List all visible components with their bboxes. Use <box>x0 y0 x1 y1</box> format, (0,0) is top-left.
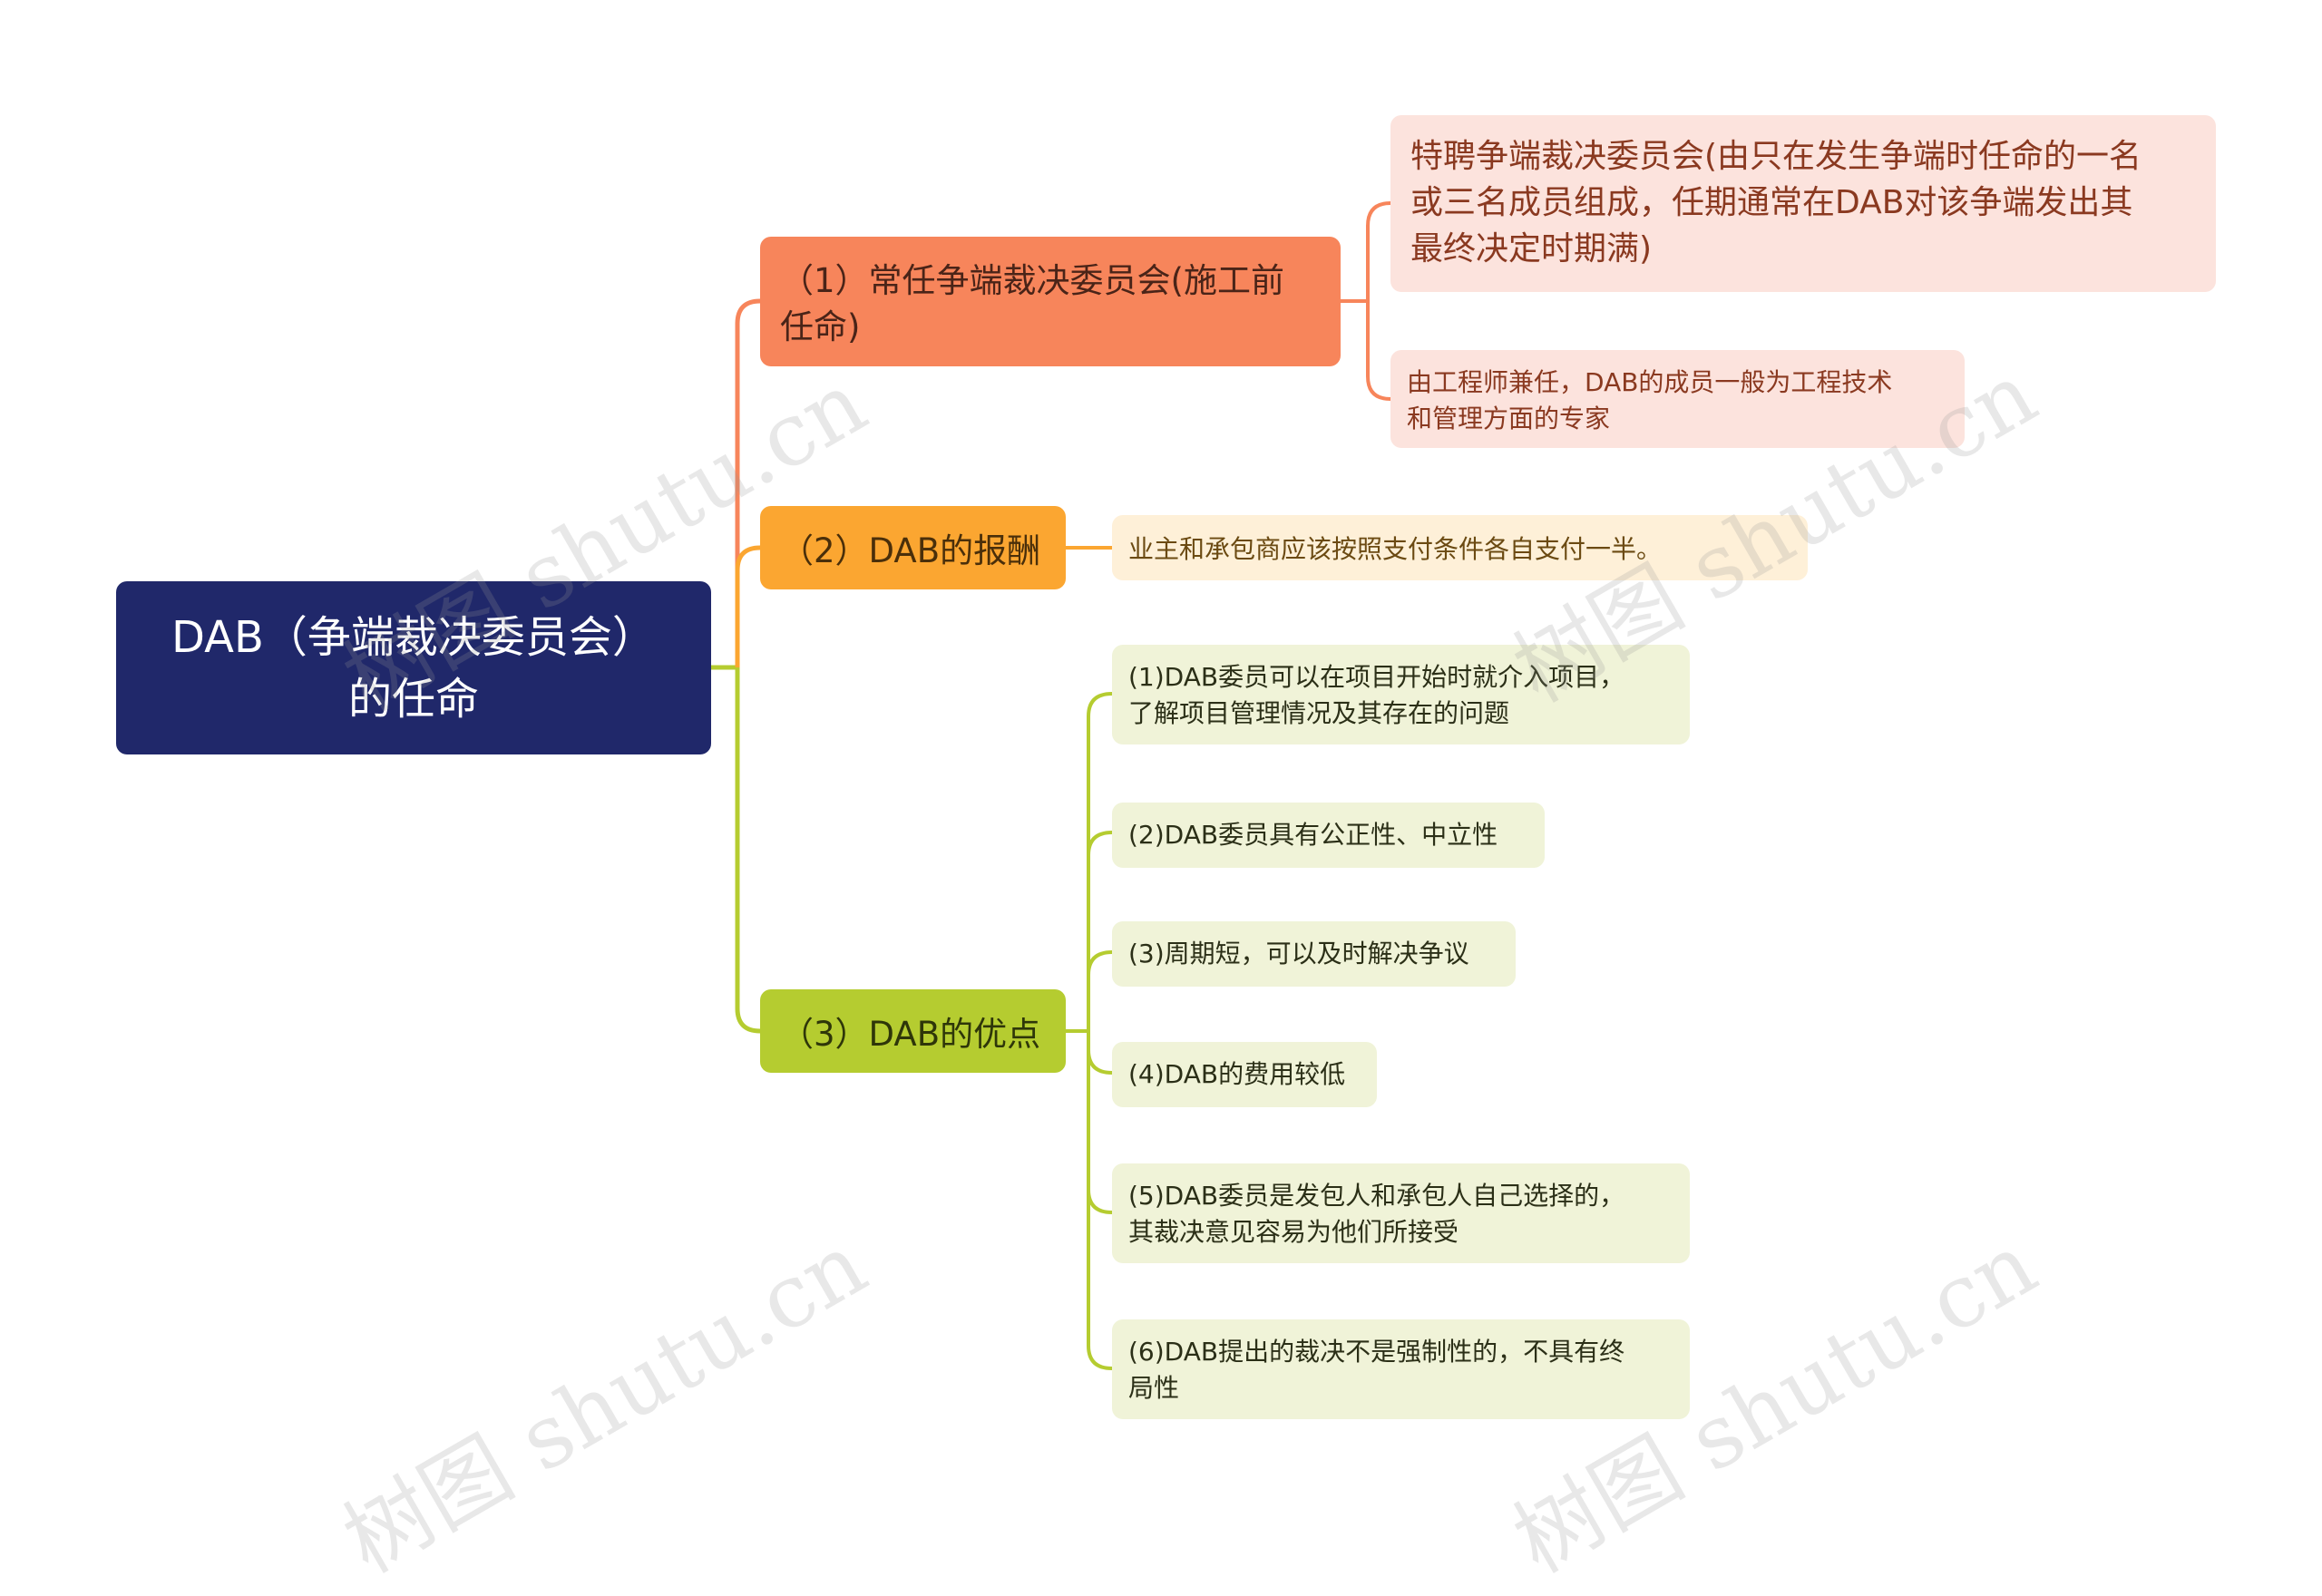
leaf-label: 由工程师兼任，DAB的成员一般为工程技术 和管理方面的专家 <box>1407 367 1893 433</box>
leaf-label: (4)DAB的费用较低 <box>1128 1059 1346 1089</box>
connector-lines <box>711 201 1391 1370</box>
branch-dab-remuneration[interactable]: （2）DAB的报酬 <box>760 506 1066 589</box>
leaf-advantage-5[interactable]: (5)DAB委员是发包人和承包人自己选择的， 其裁决意见容易为他们所接受 <box>1112 1163 1690 1263</box>
connector-b3-c5 <box>1087 1031 1113 1214</box>
leaf-advantage-1[interactable]: (1)DAB委员可以在项目开始时就介入项目， 了解项目管理情况及其存在的问题 <box>1112 645 1690 744</box>
leaf-special-dab[interactable]: 特聘争端裁决委员会(由只在发生争端时任命的一名 或三名成员组成，任期通常在DAB… <box>1390 115 2216 292</box>
leaf-label: 业主和承包商应该按照支付条件各自支付一半。 <box>1128 534 1663 564</box>
root-topic-label: DAB（争端裁决委员会） 的任命 <box>171 611 656 725</box>
connector-b3-c1 <box>1087 692 1113 1031</box>
branch-label: （2）DAB的报酬 <box>780 531 1041 570</box>
connector-b3-c4 <box>1087 1031 1113 1075</box>
leaf-payment-split[interactable]: 业主和承包商应该按照支付条件各自支付一半。 <box>1112 515 1808 580</box>
leaf-advantage-6[interactable]: (6)DAB提出的裁决不是强制性的，不具有终 局性 <box>1112 1319 1690 1419</box>
connector-root-b1 <box>735 298 761 667</box>
connector-root-b3 <box>735 667 761 1034</box>
leaf-label: (3)周期短，可以及时解决争议 <box>1128 939 1469 968</box>
leaf-label: (1)DAB委员可以在项目开始时就介入项目， 了解项目管理情况及其存在的问题 <box>1128 662 1625 728</box>
root-topic[interactable]: DAB（争端裁决委员会） 的任命 <box>116 581 711 754</box>
leaf-advantage-3[interactable]: (3)周期短，可以及时解决争议 <box>1112 921 1516 987</box>
connector-b1-c1 <box>1366 201 1391 301</box>
leaf-advantage-4[interactable]: (4)DAB的费用较低 <box>1112 1042 1377 1107</box>
leaf-engineer-concurrent[interactable]: 由工程师兼任，DAB的成员一般为工程技术 和管理方面的专家 <box>1390 350 1965 448</box>
leaf-label: (6)DAB提出的裁决不是强制性的，不具有终 局性 <box>1128 1337 1625 1403</box>
connector-b3-c6 <box>1087 1031 1113 1370</box>
branch-label: （3）DAB的优点 <box>780 1015 1041 1054</box>
connector-b1-c2 <box>1366 301 1391 401</box>
leaf-advantage-2[interactable]: (2)DAB委员具有公正性、中立性 <box>1112 803 1545 868</box>
leaf-label: (5)DAB委员是发包人和承包人自己选择的， 其裁决意见容易为他们所接受 <box>1128 1181 1625 1247</box>
branch-label: （1）常任争端裁决委员会(施工前 任命) <box>780 261 1284 346</box>
branch-dab-advantages[interactable]: （3）DAB的优点 <box>760 989 1066 1073</box>
mind-map-canvas: DAB（争端裁决委员会） 的任命 （1）常任争端裁决委员会(施工前 任命) 特聘… <box>116 115 2216 1592</box>
connector-b3-c2 <box>1087 831 1113 1031</box>
connector-b3-c3 <box>1087 950 1113 1031</box>
connector-root-b2 <box>735 545 761 667</box>
leaf-label: 特聘争端裁决委员会(由只在发生争端时任命的一名 或三名成员组成，任期通常在DAB… <box>1410 138 2142 268</box>
leaf-label: (2)DAB委员具有公正性、中立性 <box>1128 820 1498 850</box>
branch-standing-dab[interactable]: （1）常任争端裁决委员会(施工前 任命) <box>760 237 1341 366</box>
